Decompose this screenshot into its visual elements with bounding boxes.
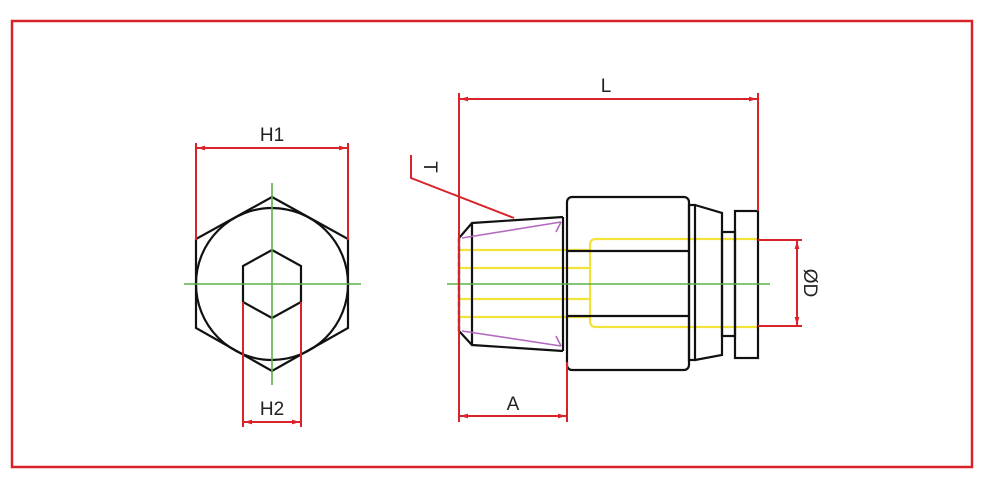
t-label: T <box>419 161 440 173</box>
od-label: ØD <box>799 269 820 298</box>
t-leader <box>410 155 515 219</box>
hidden-lines <box>459 237 758 329</box>
h2-label: H2 <box>260 399 284 420</box>
drawing-frame <box>10 19 974 469</box>
h1-label: H1 <box>260 125 284 146</box>
collar <box>687 203 697 362</box>
a-label: A <box>507 394 520 415</box>
side-view: L A T ØD <box>410 76 820 422</box>
end-view: H1 H2 <box>184 125 361 427</box>
l-label: L <box>601 76 612 97</box>
collar-taper <box>694 203 724 362</box>
thread-lines <box>461 221 562 347</box>
